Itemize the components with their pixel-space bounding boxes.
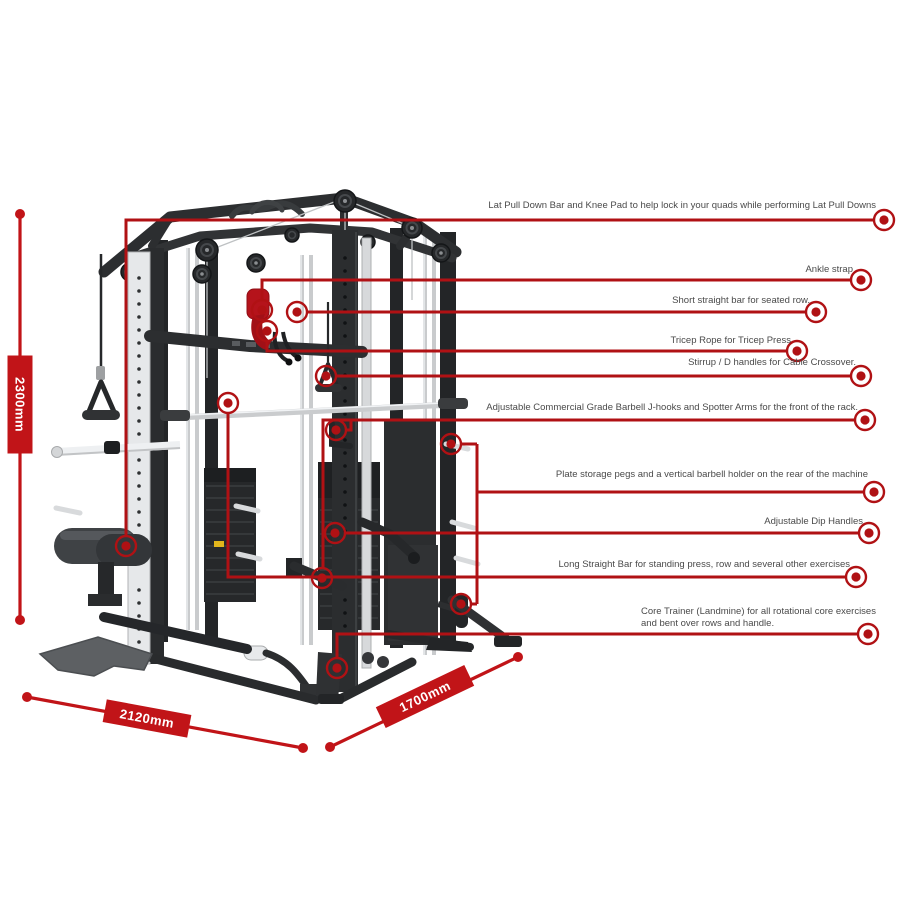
pulley [192,264,212,284]
callout-label-core-trainer: Core Trainer (Landmine) for all rotation… [641,606,876,629]
pulley [401,217,423,239]
leader-core-trainer [335,632,858,657]
leader-tricep-rope [265,342,787,353]
callout-circles [114,208,896,680]
stirrup-handle-left [82,254,120,420]
pulley [284,227,300,243]
front-left-foot-plate [38,636,154,677]
dimension-end-dots [15,209,523,753]
pulley [333,189,357,213]
stored-barbell [51,441,181,458]
pulley [246,253,266,273]
callout-label-lat-pulldown: Lat Pull Down Bar and Knee Pad to help l… [488,200,876,211]
front-upright-left [127,248,164,665]
lat-bar [229,199,305,219]
roller-wheel [377,656,389,668]
leader-lat-pulldown [124,218,874,535]
pulley [431,243,451,263]
right-foot [426,638,472,652]
leader-ankle-strap [260,278,851,299]
leader-long-bar [226,414,846,579]
callout-label-long-straight-bar: Long Straight Bar for standing press, ro… [558,559,851,570]
weight-stack-left [204,468,256,602]
callout-label-jhooks-spotter-arms: Adjustable Commercial Grade Barbell J-ho… [486,402,858,413]
callout-lines [124,218,874,657]
callout-label-stirrup-handles: Stirrup / D handles for Cable Crossover. [688,357,856,368]
base-frame [38,595,522,705]
knee-pad [54,528,152,606]
long-straight-bar [160,398,468,421]
front-upright-right [332,230,372,692]
callout-label-ankle-strap: Ankle strap [805,264,853,275]
callout-label-short-straight-bar: Short straight bar for seated row. [672,295,810,306]
callout-label-plate-storage: Plate storage pegs and a vertical barbel… [555,469,868,480]
dimension-label-height: 2300mm [7,355,33,454]
leader-jhooks-branch [347,420,353,432]
pulley [195,238,219,262]
callout-label-tricep-rope: Tricep Rope for Tricep Press [670,335,791,346]
leader-jhooks [321,418,855,567]
selector-pin [214,541,224,547]
callout-label-dip-handles: Adjustable Dip Handles [764,516,863,527]
machine [38,189,522,705]
roller-wheel [362,652,374,664]
